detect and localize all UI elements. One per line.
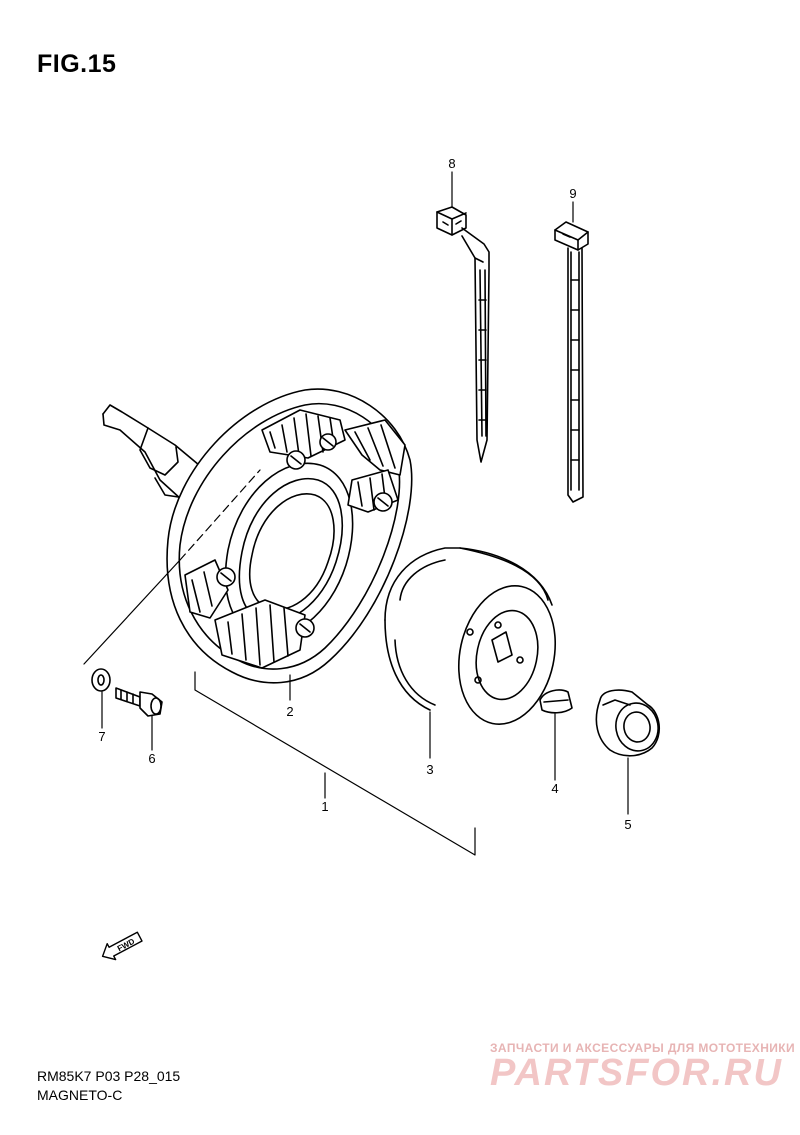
callout-4: 4 [551, 781, 558, 796]
nut-part [595, 689, 660, 757]
figure-title: FIG.15 [37, 50, 117, 78]
callout-2: 2 [286, 704, 293, 719]
stator-assembly-part [102, 388, 413, 684]
callout-1: 1 [321, 799, 328, 814]
callout-7: 7 [98, 729, 105, 744]
leader-lines [101, 171, 629, 856]
cable-tie-clip-part [436, 206, 490, 463]
callout-6: 6 [148, 751, 155, 766]
key-part [539, 689, 573, 714]
alignment-lines [83, 469, 261, 665]
diagram-code: RM85K7 P03 P28_015 [37, 1068, 181, 1084]
diagram-name: MAGNETO-C [37, 1087, 123, 1103]
bolt-part [115, 687, 163, 717]
callout-8: 8 [448, 156, 455, 171]
washer-part [91, 668, 111, 692]
rotor-part [384, 547, 557, 725]
callout-3: 3 [426, 762, 433, 777]
callout-5: 5 [624, 817, 631, 832]
cable-tie-part [554, 221, 589, 503]
watermark-logo: PARTSFOR.RU [490, 1052, 783, 1094]
callout-9: 9 [569, 186, 576, 201]
watermark-subtitle: ЗАПЧАСТИ И АКСЕССУАРЫ ДЛЯ МОТОТЕХНИКИ [490, 1041, 796, 1055]
fwd-arrow-icon: FWD [101, 931, 143, 961]
